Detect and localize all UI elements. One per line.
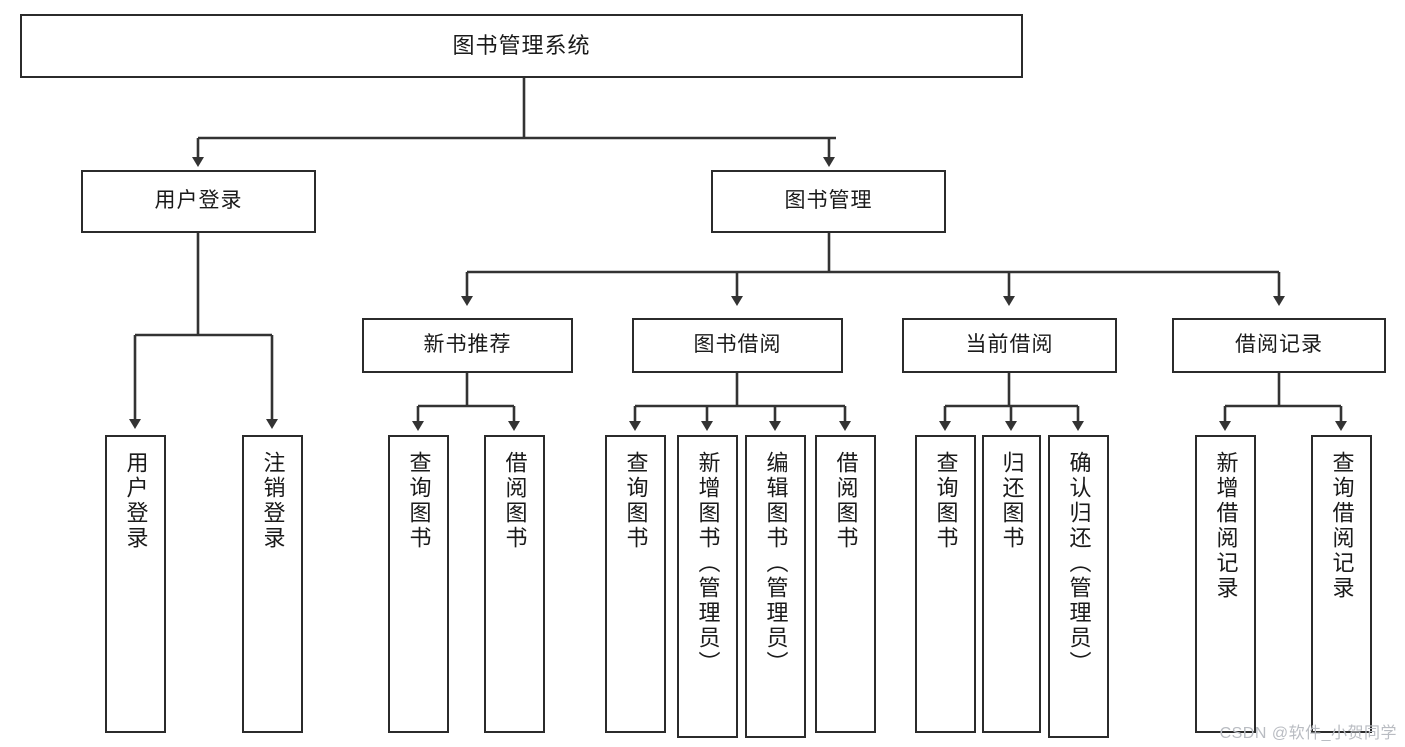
csdn-watermark: CSDN @软件_小贺同学: [1219, 725, 1397, 742]
node-leaf-add-book-label: 新增图书（管理员）: [695, 451, 721, 676]
node-user-login-label: 用户登录: [154, 189, 243, 213]
node-book-borrow[interactable]: 图书借阅: [632, 318, 843, 373]
node-leaf-add-record-label: 新增借阅记录: [1213, 451, 1239, 601]
node-leaf-query-book-3-label: 查询图书: [933, 451, 959, 551]
node-current-borrow[interactable]: 当前借阅: [902, 318, 1117, 373]
node-leaf-return-book[interactable]: 归还图书: [982, 435, 1041, 733]
node-leaf-query-book-1-label: 查询图书: [406, 451, 432, 551]
node-leaf-logout-label: 注销登录: [260, 451, 286, 551]
node-borrow-record[interactable]: 借阅记录: [1172, 318, 1386, 373]
node-leaf-edit-book-label: 编辑图书（管理员）: [763, 451, 789, 676]
node-leaf-borrow-book-1-label: 借阅图书: [502, 451, 528, 551]
node-leaf-confirm-return[interactable]: 确认归还（管理员）: [1048, 435, 1109, 738]
node-current-borrow-label: 当前借阅: [965, 333, 1054, 357]
node-leaf-borrow-book-2[interactable]: 借阅图书: [815, 435, 876, 733]
node-leaf-add-record[interactable]: 新增借阅记录: [1195, 435, 1256, 733]
node-leaf-user-login-label: 用户登录: [123, 451, 149, 551]
node-leaf-query-record-label: 查询借阅记录: [1329, 451, 1355, 601]
node-leaf-query-book-1[interactable]: 查询图书: [388, 435, 449, 733]
node-book-manage[interactable]: 图书管理: [711, 170, 946, 233]
node-root-label: 图书管理系统: [452, 33, 591, 59]
node-borrow-record-label: 借阅记录: [1235, 333, 1323, 357]
node-leaf-borrow-book-2-label: 借阅图书: [833, 451, 859, 551]
node-leaf-user-login[interactable]: 用户登录: [105, 435, 166, 733]
node-book-borrow-label: 图书借阅: [693, 333, 782, 357]
node-user-login[interactable]: 用户登录: [81, 170, 316, 233]
node-new-book-rec[interactable]: 新书推荐: [362, 318, 573, 373]
node-leaf-query-book-2-label: 查询图书: [623, 451, 649, 551]
node-leaf-add-book[interactable]: 新增图书（管理员）: [677, 435, 738, 738]
node-root[interactable]: 图书管理系统: [20, 14, 1023, 78]
node-leaf-query-book-2[interactable]: 查询图书: [605, 435, 666, 733]
node-leaf-return-book-label: 归还图书: [999, 451, 1025, 551]
node-leaf-edit-book[interactable]: 编辑图书（管理员）: [745, 435, 806, 738]
node-leaf-confirm-return-label: 确认归还（管理员）: [1066, 451, 1092, 676]
node-new-book-rec-label: 新书推荐: [423, 333, 512, 357]
node-leaf-borrow-book-1[interactable]: 借阅图书: [484, 435, 545, 733]
node-leaf-query-book-3[interactable]: 查询图书: [915, 435, 976, 733]
node-leaf-logout[interactable]: 注销登录: [242, 435, 303, 733]
node-book-manage-label: 图书管理: [784, 189, 873, 213]
node-leaf-query-record[interactable]: 查询借阅记录: [1311, 435, 1372, 733]
